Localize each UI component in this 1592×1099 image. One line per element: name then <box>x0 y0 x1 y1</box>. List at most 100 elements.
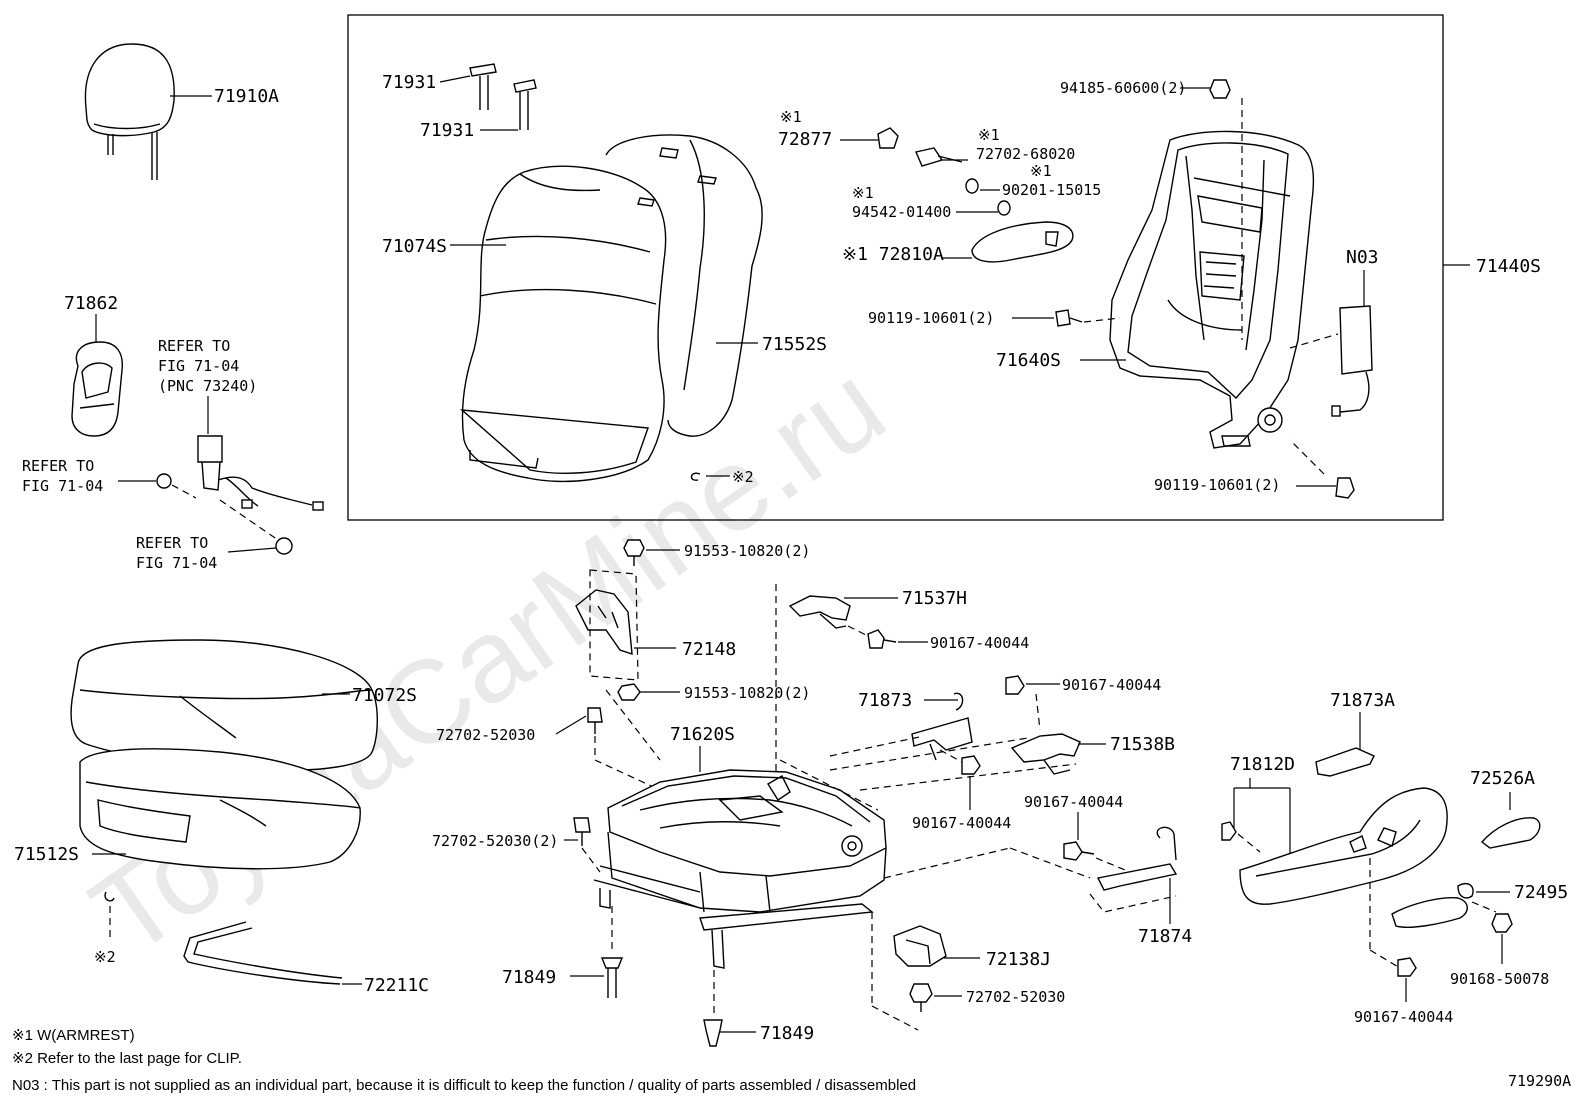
shield-71812D-drawing <box>1221 778 1448 969</box>
armrest-parts-drawing <box>840 127 1074 263</box>
refer-label-a-line1: REFER TO <box>158 337 230 355</box>
label-71874: 71874 <box>1138 926 1192 947</box>
mark-72877: ※1 <box>780 108 802 126</box>
label-71873A: 71873A <box>1330 690 1395 711</box>
bolt-90167-a-drawing <box>847 625 928 649</box>
clip-drawing-a <box>690 472 730 481</box>
bolt-72702-52030-c-drawing <box>909 983 962 1012</box>
label-72702-52030-b: 72702-52030(2) <box>432 832 558 850</box>
label-90167-40044-e: 90167-40044 <box>1354 1008 1453 1026</box>
label-N03: N03 <box>1346 247 1379 268</box>
pin-71849-a-drawing <box>570 906 624 998</box>
mark-72702-68020: ※1 <box>978 126 1000 144</box>
label-clip-ref-a: ※2 <box>732 468 754 486</box>
knob-72495-drawing <box>1391 882 1510 928</box>
wire-72211C-drawing <box>183 921 362 985</box>
refer-label-c-line1: REFER TO <box>136 534 208 552</box>
pin-71849-b-drawing <box>703 970 756 1047</box>
bolt-91553-a-drawing <box>623 539 680 566</box>
label-71931-b: 71931 <box>420 120 474 141</box>
mark-94542-01400: ※1 <box>852 184 874 202</box>
mark-90201-15015: ※1 <box>1030 162 1052 180</box>
refer-label-a-line3: (PNC 73240) <box>158 377 257 395</box>
cover-71862-drawing <box>71 314 123 437</box>
seat-cushion-drawing <box>70 639 378 772</box>
label-71849-b: 71849 <box>760 1023 814 1044</box>
label-72877: 72877 <box>778 129 832 150</box>
refer-label-c-line2: FIG 71-04 <box>136 554 217 572</box>
nut-94185-drawing <box>1180 79 1243 340</box>
label-91553-10820-a: 91553-10820(2) <box>684 542 810 560</box>
bracket-71874-drawing <box>883 826 1178 924</box>
label-71640S: 71640S <box>996 350 1061 371</box>
label-71910A: 71910A <box>214 86 279 107</box>
diagram-code: 719290A <box>1508 1072 1571 1090</box>
label-90167-40044-d: 90167-40044 <box>1024 793 1123 811</box>
bolt-90167-d-drawing <box>1063 812 1095 861</box>
cover-72526A-drawing <box>1480 792 1541 849</box>
label-94185-60600: 94185-60600(2) <box>1060 79 1186 97</box>
label-71440S: 71440S <box>1476 256 1541 277</box>
label-72702-68020: 72702-68020 <box>976 145 1075 163</box>
label-72702-52030-a: 72702-52030 <box>436 726 535 744</box>
bolt-90167-e-drawing <box>1397 957 1417 1002</box>
label-71074S: 71074S <box>382 236 447 257</box>
bolt-90119-a-drawing <box>1012 309 1121 327</box>
seatback-group-frame <box>347 14 1444 521</box>
seat-belt-buckle-drawing <box>156 435 324 555</box>
label-71620S: 71620S <box>670 724 735 745</box>
clip-drawing-b <box>104 891 115 940</box>
label-71849-a: 71849 <box>502 967 556 988</box>
seatback-frame-drawing <box>1080 130 1315 449</box>
headrest-support-drawing <box>439 63 537 131</box>
bracket-71538B-drawing <box>829 733 1106 791</box>
label-90119-10601-b: 90119-10601(2) <box>1154 476 1280 494</box>
label-71873: 71873 <box>858 690 912 711</box>
label-71931-a: 71931 <box>382 72 436 93</box>
note-clip: ※2 Refer to the last page for CLIP. <box>12 1050 242 1067</box>
note-N03: N03 : This part is not supplied as an in… <box>12 1077 916 1094</box>
label-90167-40044-c: 90167-40044 <box>912 814 1011 832</box>
bolt-90167-c-drawing <box>939 749 981 810</box>
label-71537H: 71537H <box>902 588 967 609</box>
seat-cover-drawing <box>79 748 361 870</box>
label-90168-50078: 90168-50078 <box>1450 970 1549 988</box>
refer-label-b-line2: FIG 71-04 <box>22 477 103 495</box>
label-72526A: 72526A <box>1470 768 1535 789</box>
label-71072S: 71072S <box>352 685 417 706</box>
label-71538B: 71538B <box>1110 734 1175 755</box>
seatback-drawing <box>450 134 763 483</box>
bolt-90167-b-drawing <box>1005 675 1060 731</box>
bolt-91553-b-drawing <box>617 683 680 701</box>
bracket-71537H-drawing <box>775 584 898 780</box>
label-71862: 71862 <box>64 293 118 314</box>
label-90119-10601-a: 90119-10601(2) <box>868 309 994 327</box>
label-94542-01400: 94542-01400 <box>852 203 951 221</box>
bolt-90168-drawing <box>1491 913 1513 964</box>
label-72138J: 72138J <box>986 949 1051 970</box>
headrest-drawing <box>84 43 212 180</box>
label-71812D: 71812D <box>1230 754 1295 775</box>
bracket-72148-drawing <box>575 569 676 681</box>
label-90167-40044-b: 90167-40044 <box>1062 676 1161 694</box>
label-72495: 72495 <box>1514 882 1568 903</box>
seat-adjuster-drawing <box>593 746 887 969</box>
refer-label-a-line2: FIG 71-04 <box>158 357 239 375</box>
label-71512S: 71512S <box>14 844 79 865</box>
bracket-71873-drawing <box>911 692 973 761</box>
label-90167-40044-a: 90167-40044 <box>930 634 1029 652</box>
airbag-N03-drawing <box>1289 270 1373 417</box>
label-72810A: ※1 72810A <box>842 244 944 265</box>
bolt-72702-52030-a-drawing <box>555 707 661 791</box>
label-90201-15015: 90201-15015 <box>1002 181 1101 199</box>
cover-72138J-drawing <box>871 912 980 1031</box>
label-clip-ref-b: ※2 <box>94 948 116 966</box>
label-72702-52030-c: 72702-52030 <box>966 988 1065 1006</box>
label-71552S: 71552S <box>762 334 827 355</box>
label-72211C: 72211C <box>364 975 429 996</box>
cover-71873A-drawing <box>1315 712 1375 777</box>
label-91553-10820-b: 91553-10820(2) <box>684 684 810 702</box>
bolt-72702-52030-b-drawing <box>564 817 601 873</box>
refer-label-b-line1: REFER TO <box>22 457 94 475</box>
